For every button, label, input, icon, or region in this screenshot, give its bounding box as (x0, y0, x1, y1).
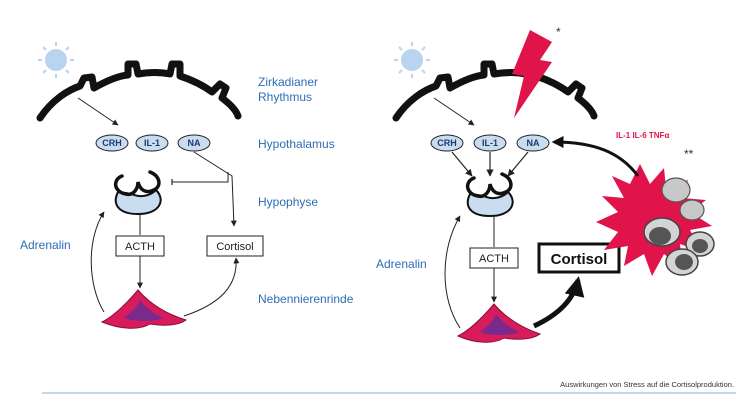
label-hypothalamus: Hypothalamus (258, 137, 335, 151)
label-circadian-1: Zirkadianer (258, 75, 318, 89)
cell-marker: ** (684, 147, 694, 161)
svg-text:NA: NA (527, 138, 540, 148)
label-adrenalin-right: Adrenalin (376, 257, 427, 271)
acth-box-right: ACTH (469, 247, 519, 269)
pituitary-gland (113, 170, 162, 216)
adrenal-gland-right (456, 303, 542, 343)
brain-outline (36, 60, 242, 122)
pill-na: NA (177, 134, 211, 152)
svg-text:Cortisol: Cortisol (551, 251, 608, 268)
sun-icon (38, 42, 74, 78)
cytokine-label: IL-1 IL-6 TNFα (616, 131, 669, 140)
lightning-icon (512, 30, 552, 118)
svg-text:CRH: CRH (437, 138, 457, 148)
pill-crh: CRH (95, 134, 129, 152)
pill-il1: IL-1 (135, 134, 169, 152)
figure-caption: Auswirkungen von Stress auf die Cortisol… (560, 380, 734, 389)
svg-text:ACTH: ACTH (479, 253, 509, 265)
adrenal-gland (100, 289, 188, 329)
pill-crh-right: CRH (430, 134, 464, 152)
sun-icon-right (394, 42, 430, 78)
svg-text:Cortisol: Cortisol (216, 241, 253, 253)
svg-text:IL-1: IL-1 (482, 138, 498, 148)
pituitary-gland-right (465, 172, 514, 218)
cortisol-box: Cortisol (206, 235, 264, 257)
moon-icon (88, 12, 118, 48)
pill-na-right: NA (516, 134, 550, 152)
label-adrenal-cortex: Nebennierenrinde (258, 292, 354, 306)
immune-cell-burst (596, 164, 715, 276)
label-circadian-2: Rhythmus (258, 90, 312, 104)
pill-il1-right: IL-1 (473, 134, 507, 152)
label-hypophysis: Hypophyse (258, 195, 318, 209)
acth-box: ACTH (115, 235, 165, 257)
svg-text:ACTH: ACTH (125, 241, 155, 253)
moon-icon-right (442, 12, 472, 48)
svg-text:IL-1: IL-1 (144, 138, 160, 148)
left-panel: CRH IL-1 NA ACTH Cortisol (20, 12, 354, 329)
stress-marker: * (556, 25, 561, 39)
brain-outline-right (392, 60, 598, 122)
svg-text:NA: NA (188, 138, 201, 148)
svg-text:CRH: CRH (102, 138, 122, 148)
right-panel: * CRH IL-1 NA ACTH (376, 12, 715, 343)
label-adrenalin-left: Adrenalin (20, 238, 71, 252)
